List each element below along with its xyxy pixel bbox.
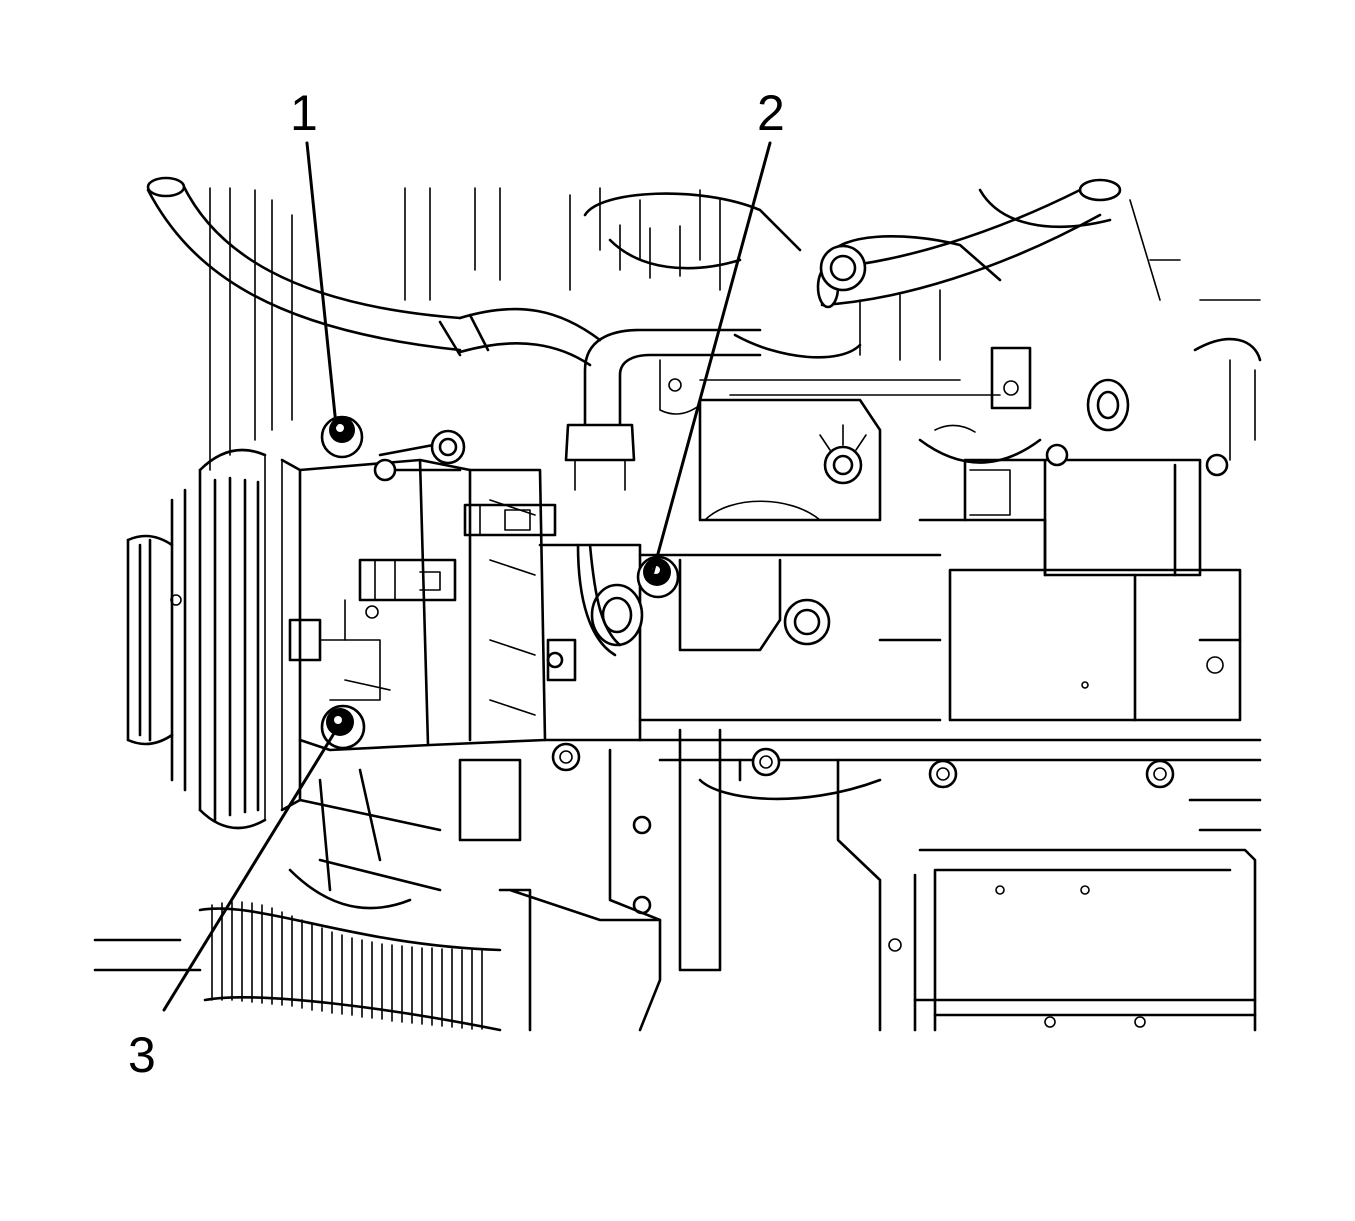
- callout-label-3: 3: [128, 1027, 156, 1083]
- compressor-pulley: [126, 448, 302, 830]
- bolt-1: [320, 415, 364, 459]
- upper-left-hose: [146, 176, 602, 367]
- leader-line-3: [162, 733, 335, 1012]
- engine-background-lines: [209, 187, 1262, 522]
- refrigerant-pipe: [564, 328, 762, 491]
- lower-engine-structure: [458, 728, 1262, 1032]
- bolt-2: [636, 555, 680, 599]
- leader-line-2: [651, 141, 772, 574]
- callout-label-1: 1: [290, 85, 318, 141]
- engine-bracket-and-module: [638, 244, 1242, 722]
- callout-label-2: 2: [757, 85, 785, 141]
- upper-right-hose: [816, 178, 1122, 309]
- compressor-body: [288, 429, 644, 752]
- leader-line-1: [305, 141, 338, 427]
- ribbed-hose: [93, 768, 502, 1032]
